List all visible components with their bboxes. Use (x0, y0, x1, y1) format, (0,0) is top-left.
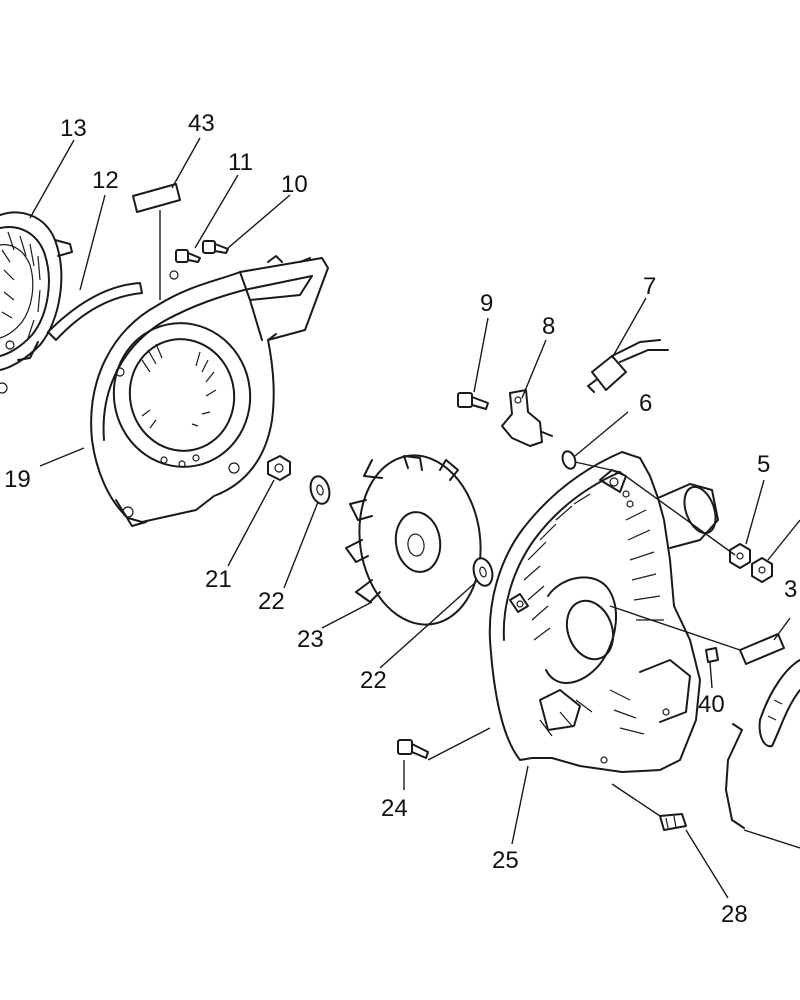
part-13-starter-housing (0, 211, 73, 394)
callout-28: 28 (721, 901, 748, 928)
part-22-washer-upper (309, 475, 331, 505)
callout-11: 11 (228, 149, 253, 176)
part-21-nut (267, 455, 291, 481)
callout-40: 40 (698, 691, 725, 718)
part-11-screw (175, 249, 201, 263)
part-24-screw (397, 739, 429, 759)
callout-9: 9 (480, 290, 493, 317)
part-10-screw (202, 240, 229, 254)
callout-25: 25 (492, 847, 519, 874)
leader-lines (29, 137, 800, 899)
callout-24: 24 (381, 795, 408, 822)
part-23-fan-impeller (345, 454, 482, 626)
part-7-connector (587, 339, 669, 393)
callout-22-upper: 22 (258, 588, 285, 615)
part-5-nut-second (751, 557, 773, 583)
part-28-clip (659, 813, 687, 831)
part-5-nut (729, 543, 751, 569)
wire-rod (725, 723, 745, 829)
callout-13: 13 (60, 115, 87, 142)
callout-6: 6 (639, 390, 652, 417)
part-8-switch (501, 389, 553, 447)
callout-21: 21 (205, 566, 232, 593)
part-12-seal-strip (47, 282, 143, 341)
part-22-washer-lower (472, 557, 494, 587)
callout-3: 3 (784, 576, 797, 603)
callout-labels: 13 43 11 12 10 7 9 8 6 5 3 19 21 22 23 2… (4, 110, 797, 928)
part-25-main-housing (488, 451, 719, 773)
callout-10: 10 (281, 171, 308, 198)
callout-8: 8 (542, 313, 555, 340)
callout-12: 12 (92, 167, 119, 194)
part-6-washer (561, 450, 577, 470)
part-40-block (705, 647, 719, 663)
callout-5: 5 (757, 451, 770, 478)
callout-22-lower: 22 (360, 667, 387, 694)
right-edge-handle (758, 659, 800, 748)
callout-23: 23 (297, 626, 324, 653)
part-3-label (739, 633, 785, 665)
callout-43: 43 (188, 110, 215, 137)
part-43-label (132, 183, 181, 213)
part-19-fan-cover (90, 255, 329, 527)
part-9-bolt (457, 392, 489, 410)
callout-19: 19 (4, 466, 31, 493)
callout-7: 7 (643, 273, 656, 300)
